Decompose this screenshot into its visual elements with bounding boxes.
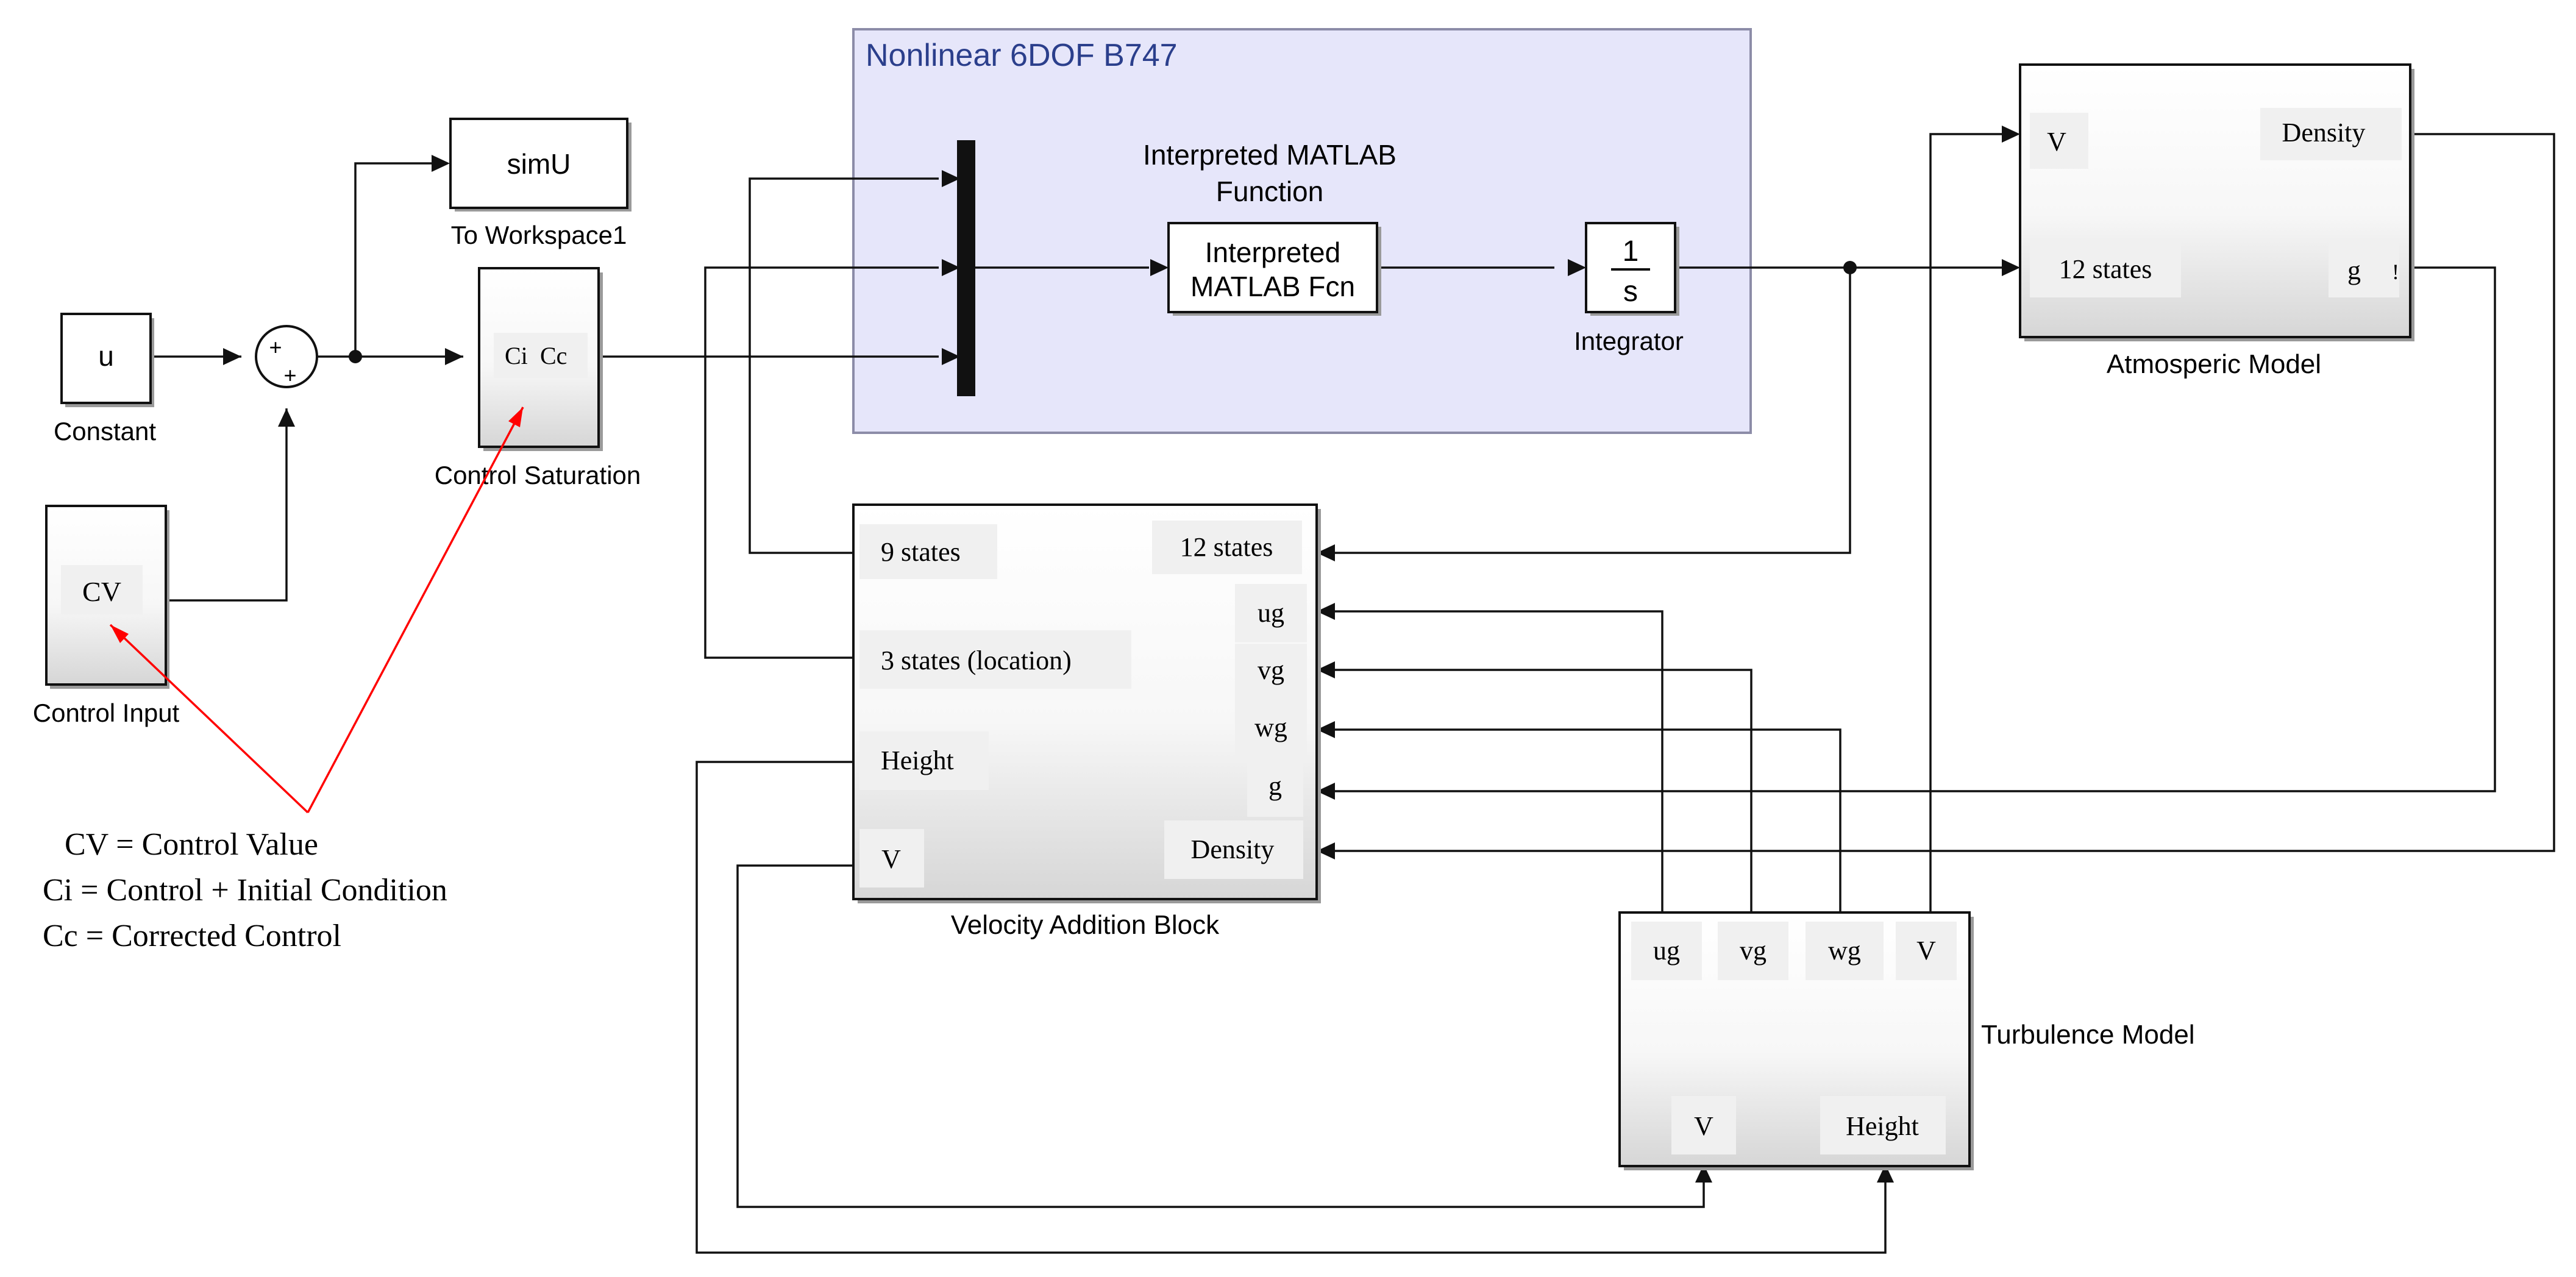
annotation-arrows — [109, 407, 524, 814]
fcn-label-line2: MATLAB Fcn — [1190, 271, 1355, 302]
velocity-port-wg: wg — [1254, 713, 1287, 742]
velocity-port-density: Density — [1191, 834, 1275, 864]
saturation-caption: Control Saturation — [435, 461, 641, 489]
saturation-port-ci: Ci — [505, 342, 528, 369]
junction-dot — [349, 350, 362, 363]
velocity-port-9-states: 9 states — [881, 537, 961, 567]
control-input-port-cv: CV — [82, 576, 121, 607]
legend-cv: CV = Control Value — [65, 827, 318, 862]
turbulence-port-v-top: V — [1916, 936, 1936, 966]
legend: CV = Control Value Ci = Control + Initia… — [43, 827, 447, 953]
atmos-port-12-states: 12 states — [2059, 254, 2152, 284]
legend-cc: Cc = Corrected Control — [43, 919, 341, 953]
constant-value: u — [98, 340, 114, 372]
to-workspace-block[interactable]: simU To Workspace1 — [449, 118, 632, 249]
atmos-port-density: Density — [2282, 118, 2366, 148]
sum-block[interactable]: + + — [255, 325, 318, 388]
velocity-port-height: Height — [881, 745, 954, 775]
interpreted-matlab-fcn-block[interactable]: Interpreted MATLAB Function Interpreted … — [1143, 139, 1397, 316]
turbulence-port-ug: ug — [1653, 936, 1680, 966]
to-workspace-value: simU — [507, 148, 571, 180]
saturation-port-cc: Cc — [540, 342, 567, 369]
legend-ci: Ci = Control + Initial Condition — [43, 873, 447, 908]
atmos-caption: Atmosperic Model — [2107, 349, 2321, 379]
control-input-caption: Control Input — [33, 699, 180, 727]
junction-dot — [1843, 261, 1857, 274]
velocity-port-3-states: 3 states (location) — [881, 646, 1072, 675]
mux-block[interactable] — [957, 140, 975, 396]
fcn-label-line1: Interpreted — [1205, 237, 1340, 268]
turbulence-port-v-bottom: V — [1694, 1111, 1713, 1141]
velocity-caption: Velocity Addition Block — [951, 910, 1220, 940]
sum-sign-left: + — [269, 335, 282, 360]
integrator-block[interactable]: 1 s Integrator — [1574, 222, 1684, 355]
velocity-port-g: g — [1268, 771, 1282, 801]
turbulence-model-block[interactable]: ug vg wg V V Height Turbulence Model — [1618, 911, 2195, 1170]
atmos-port-g-suffix: ! — [2392, 260, 2399, 284]
control-saturation-block[interactable]: Ci Cc Control Saturation — [435, 267, 641, 489]
turbulence-port-wg: wg — [1828, 936, 1861, 966]
integrator-denominator: s — [1623, 276, 1638, 308]
atmos-port-g: g — [2347, 255, 2361, 285]
integrator-numerator: 1 — [1623, 235, 1639, 268]
fcn-caption-line1: Interpreted MATLAB — [1143, 139, 1397, 171]
control-input-block[interactable]: CV Control Input — [33, 505, 180, 727]
integrator-caption: Integrator — [1574, 327, 1684, 355]
turbulence-caption: Turbulence Model — [1981, 1020, 2195, 1050]
constant-block[interactable]: u Constant — [54, 313, 156, 446]
signal-lines — [151, 133, 2555, 1254]
constant-caption: Constant — [54, 417, 156, 446]
fcn-caption-line2: Function — [1216, 176, 1323, 207]
subsystem-title: Nonlinear 6DOF B747 — [866, 38, 1178, 73]
atmospheric-model-block[interactable]: V Density 12 states g ! Atmosperic Model — [2019, 63, 2414, 379]
arrowheads — [223, 126, 2020, 1183]
sum-sign-bottom: + — [283, 363, 296, 388]
to-workspace-caption: To Workspace1 — [451, 221, 627, 249]
velocity-port-ug: ug — [1258, 598, 1284, 628]
turbulence-port-vg: vg — [1740, 936, 1767, 966]
velocity-port-v: V — [881, 844, 901, 874]
velocity-addition-block[interactable]: 9 states 12 states ug vg 3 states (locat… — [852, 503, 1321, 940]
atmos-port-v: V — [2047, 127, 2066, 157]
turbulence-port-height: Height — [1846, 1111, 1919, 1141]
velocity-port-vg: vg — [1258, 655, 1284, 685]
velocity-port-12-states: 12 states — [1180, 532, 1273, 562]
